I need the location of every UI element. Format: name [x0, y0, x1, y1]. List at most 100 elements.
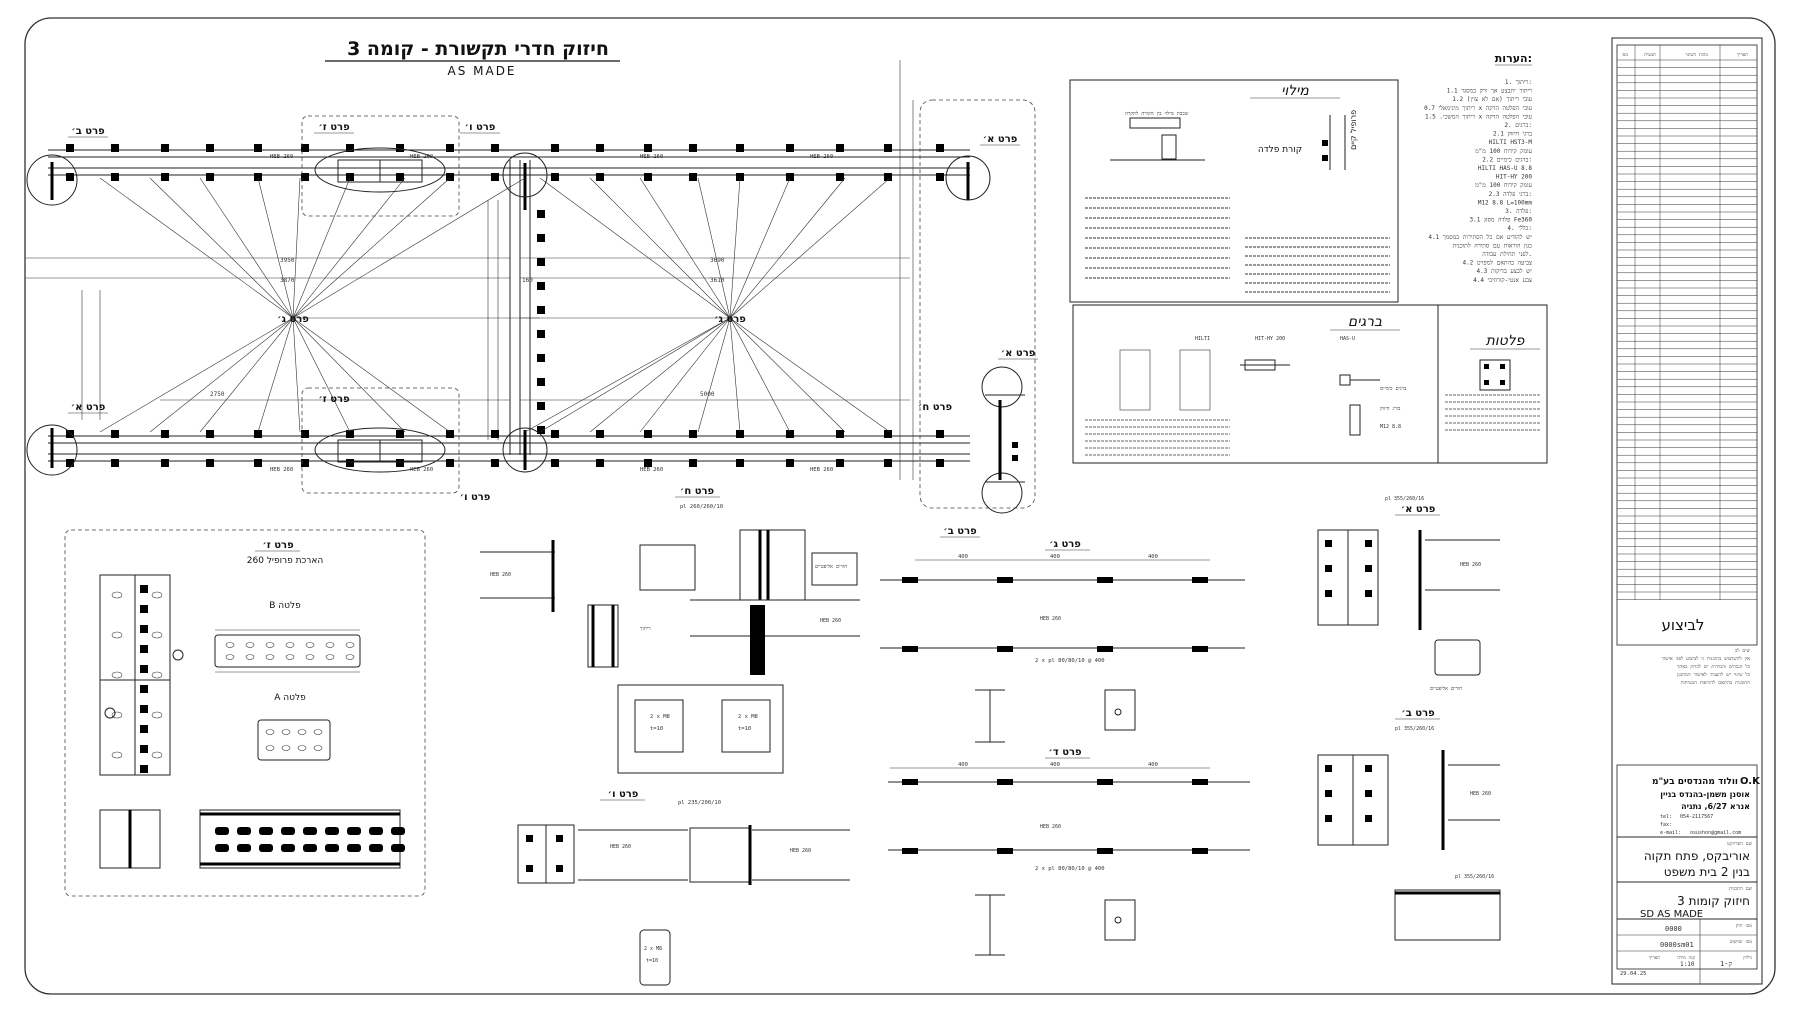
bolt-marker — [537, 210, 545, 218]
bolt-marker — [396, 430, 404, 438]
bolt-marker — [884, 430, 892, 438]
svg-text:e-mail:: e-mail: — [1660, 830, 1681, 836]
svg-text:פרט ג׳: פרט ג׳ — [1049, 539, 1081, 550]
svg-text:בורג חיזוק: בורג חיזוק — [1380, 406, 1401, 412]
svg-text:בנין 2 בית משפט: בנין 2 בית משפט — [1664, 865, 1750, 879]
detail-label-v: פרט ו׳ — [465, 122, 496, 133]
svg-text:pl 235/200/10: pl 235/200/10 — [678, 800, 721, 806]
note-line: 4.2 צביעה בהתאם למפרט — [1462, 260, 1532, 267]
plan-view: 3950 3870 3690 3610 2750 5000 160 HEB 26… — [25, 60, 1038, 538]
page-title: חיזוק חדרי תקשורת - קומה 3 — [347, 38, 609, 60]
bolt-marker — [66, 459, 74, 467]
svg-text:HEB 260: HEB 260 — [490, 572, 511, 578]
svg-text:400: 400 — [958, 554, 968, 560]
bolt-marker — [111, 430, 119, 438]
svg-text:fax:: fax: — [1660, 822, 1672, 828]
bolt-marker — [66, 430, 74, 438]
disclaimer-line: שים לב — [1735, 648, 1751, 654]
detail-label-z: פרט ז׳ — [318, 394, 350, 405]
plan-bracing-lines — [99, 177, 891, 433]
svg-text:ברגים כימיים: ברגים כימיים — [1380, 386, 1407, 392]
bolt-marker — [551, 430, 559, 438]
bolt-marker — [884, 459, 892, 467]
svg-text:2 x M8: 2 x M8 — [644, 946, 662, 952]
svg-text:מס׳: מס׳ — [1622, 53, 1629, 58]
svg-text:אוריבקס, פתח תקוה: אוריבקס, פתח תקוה — [1644, 849, 1750, 863]
bolt-marker — [537, 330, 545, 338]
bolt-marker — [66, 144, 74, 152]
svg-text:HAS-U: HAS-U — [1340, 336, 1355, 342]
svg-text:מילוי: מילוי — [1281, 83, 1309, 99]
bolt-marker — [446, 173, 454, 181]
detail-label-g: פרט ג׳ — [277, 314, 309, 325]
bolt-marker — [396, 173, 404, 181]
section-b: פרט ב׳ pl 355/260/16 HEB 260 pl 355/260/… — [1317, 708, 1501, 941]
bolt-marker — [644, 173, 652, 181]
bolt-marker — [551, 144, 559, 152]
svg-text:pl 355/260/16: pl 355/260/16 — [1385, 496, 1424, 502]
disclaimer-line: כל הגבהים והמידות יש לבדוק באתר — [1677, 664, 1751, 670]
bolt-marker — [491, 459, 499, 467]
title-block: תאריך מהות השינוי תמצית מס׳ לביצוע שים ל… — [1611, 37, 1763, 985]
svg-text:HEB 260: HEB 260 — [410, 154, 433, 160]
note-line: 4.3 יש לבצע בדיקות — [1477, 268, 1533, 275]
svg-text:tel:: tel: — [1660, 814, 1672, 820]
bolt-marker — [936, 144, 944, 152]
bolt-marker — [596, 430, 604, 438]
section-v: פרט ו׳ pl 235/200/10 HEB 260 HEB 260 2 x… — [517, 789, 850, 986]
detail-label-a: פרט א׳ — [71, 402, 106, 413]
callout-ellipse — [314, 427, 446, 473]
svg-text:2 x M8: 2 x M8 — [650, 714, 670, 720]
bolt-marker — [396, 459, 404, 467]
bolt-marker — [786, 173, 794, 181]
bolt-marker — [689, 173, 697, 181]
detail-label-b: פרט ב׳ — [71, 126, 105, 137]
bolt-marker — [884, 173, 892, 181]
svg-text:מהות השינוי: מהות השינוי — [1685, 53, 1708, 58]
for-execution-stamp: לביצוע — [1662, 616, 1705, 634]
svg-text:3610: 3610 — [710, 277, 725, 284]
svg-text:HEB 260: HEB 260 — [610, 844, 631, 850]
section-a: פרט א׳ pl 355/260/16 HEB 260 חורים אליפט… — [1317, 496, 1500, 692]
svg-text:HEB 260: HEB 260 — [270, 154, 293, 160]
bolt-marker — [644, 459, 652, 467]
bolt-marker — [689, 459, 697, 467]
bolt-marker — [396, 144, 404, 152]
svg-text:O.K: O.K — [1740, 776, 1761, 787]
svg-text:osushon@gmail.com: osushon@gmail.com — [1690, 830, 1741, 836]
disclaimer-line: כל שינוי יש להעביר לאישור המתכנן — [1677, 672, 1751, 678]
bolt-marker — [551, 459, 559, 467]
bolt-marker — [301, 459, 309, 467]
bolt-marker — [551, 173, 559, 181]
detail-label-b: פרט ב׳ — [943, 526, 977, 537]
svg-text:B פלטה: B פלטה — [269, 601, 301, 611]
svg-text:ריתוך: ריתוך — [640, 626, 651, 632]
bolt-marker — [301, 430, 309, 438]
bolt-marker — [786, 144, 794, 152]
detail-frame — [301, 115, 460, 217]
section-d: פרט ד׳ 400 400 400 HEB 260 2 x pl 80/80/… — [888, 747, 1250, 956]
svg-text:פלטות: פלטות — [1486, 333, 1526, 349]
page-header: חיזוק חדרי תקשורת - קומה 3 AS MADE — [325, 38, 620, 78]
bolt-marker — [206, 173, 214, 181]
note-line: HILTI HAS-U 8.8 — [1478, 165, 1533, 172]
bolt-marker — [491, 173, 499, 181]
svg-text:חורים אליפטיים: חורים אליפטיים — [1430, 686, 1462, 692]
svg-text:פרט א׳: פרט א׳ — [1401, 504, 1436, 515]
svg-text:HEB 260: HEB 260 — [810, 467, 833, 473]
svg-text:פרט ו׳: פרט ו׳ — [608, 789, 639, 800]
bolt-marker — [596, 173, 604, 181]
bolt-marker — [346, 459, 354, 467]
bolt-marker — [346, 430, 354, 438]
bolt-marker — [644, 430, 652, 438]
bolt-marker — [206, 459, 214, 467]
bolt-marker — [161, 430, 169, 438]
bolt-marker — [254, 173, 262, 181]
detail-label-g: פרט ג׳ — [714, 314, 746, 325]
svg-text:2 x pl 80/80/10 @ 400: 2 x pl 80/80/10 @ 400 — [1035, 658, 1105, 664]
notes-heading: הערות: — [1495, 52, 1532, 65]
bolt-marker — [836, 173, 844, 181]
svg-text:SD AS MADE: SD AS MADE — [1640, 909, 1703, 920]
bolt-marker — [736, 459, 744, 467]
bolt-marker — [254, 459, 262, 467]
